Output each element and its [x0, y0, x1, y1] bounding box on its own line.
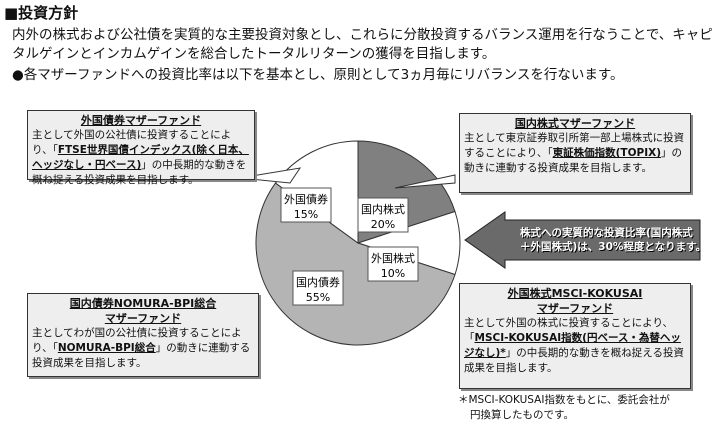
slice-label: 国内株式 — [361, 202, 405, 216]
box-title: 国内株式マザーファンド — [514, 117, 636, 130]
box-title: 外国株式MSCI-KOKUSAI — [507, 287, 643, 300]
box-text: 」の動きに連動する投資成果を目指します。 — [32, 342, 251, 369]
slice-label-box — [367, 246, 419, 282]
slice-label-box — [357, 197, 409, 233]
slice-label: 外国株式 — [371, 251, 415, 265]
domestic-stock-box: 国内株式マザーファンド 主として東京証券取引所第一部上場株式に投資することにより… — [459, 113, 691, 193]
footnote: ＊MSCI-KOKUSAI指数をもとに、委託会社が 円換算したものです。 — [458, 393, 670, 423]
slice-label: 外国債券 — [284, 192, 328, 206]
allocation-paragraph: ●各マザーファンドへの投資比率は以下を基本とし、原則として3ヵ月毎にリバランスを… — [12, 67, 624, 83]
box-title: マザーファンド — [104, 312, 182, 325]
index-name: NOMURA-BPI総合 — [57, 342, 156, 354]
index-name: FTSE世界国債インデックス(除く日本、ヘッジなし・円ベース) — [32, 144, 249, 171]
box-text: 」の動きに連動する投資成果を目指します。 — [464, 147, 683, 174]
arrow-shape — [464, 211, 701, 269]
box-title: 国内債券NOMURA-BPI総合 — [69, 297, 217, 310]
index-name: MSCI-KOKUSAI指数(円ベース・為替ヘッジなし)* — [464, 332, 681, 359]
box-text: 」の中長期的な動きを概ね捉える投資成果を目指します。 — [32, 159, 247, 186]
footnote-line: ＊MSCI-KOKUSAI指数をもとに、委託会社が — [458, 394, 670, 406]
foreign-stock-box: 外国株式MSCI-KOKUSAI マザーファンド 主として外国の株式に投資するこ… — [459, 283, 691, 389]
slice-label: 15% — [294, 208, 318, 221]
foreign-bond-box: 外国債券マザーファンド 主として外国の公社債に投資することにより、「FTSE世界… — [27, 110, 255, 186]
slice-label-box — [292, 270, 344, 306]
box-text: 」の中長期的な動きを概ね捉える投資成果を目指します。 — [464, 347, 684, 374]
slice-label: 20% — [371, 218, 395, 231]
box-text: 主として外国の株式に投資することにより、「 — [464, 317, 674, 344]
index-name: 東証株価指数(TOPIX) — [552, 147, 662, 159]
box-title: マザーファンド — [536, 302, 614, 315]
slice-label-box — [280, 187, 332, 223]
box-text: 主として東京証券取引所第一部上場株式に投資することにより、「 — [464, 132, 685, 159]
equity-ratio-callout: 株式への実質的な投資比率(国内株式 ＋外国株式)は、30%程度となります。 — [520, 226, 706, 254]
section-title: ■投資方針 — [4, 4, 79, 22]
callout-line: 株式への実質的な投資比率(国内株式 — [520, 227, 693, 239]
slice-label: 10% — [381, 267, 405, 280]
slice-label: 55% — [306, 291, 330, 304]
slice-label: 国内債券 — [296, 275, 340, 289]
box-text: 主として外国の公社債に投資することにより、「 — [32, 129, 232, 156]
box-title: 外国債券マザーファンド — [80, 114, 202, 127]
policy-paragraph: 内外の株式および公社債を実質的な主要投資対象とし、これらに分散投資するバランス運… — [12, 27, 713, 62]
box-text: 主としてわが国の公社債に投資することにより、「 — [32, 327, 242, 354]
domestic-bond-box: 国内債券NOMURA-BPI総合 マザーファンド 主としてわが国の公社債に投資す… — [27, 293, 259, 377]
footnote-line: 円換算したものです。 — [470, 409, 574, 421]
callout-line: ＋外国株式)は、30%程度となります。 — [520, 241, 707, 253]
